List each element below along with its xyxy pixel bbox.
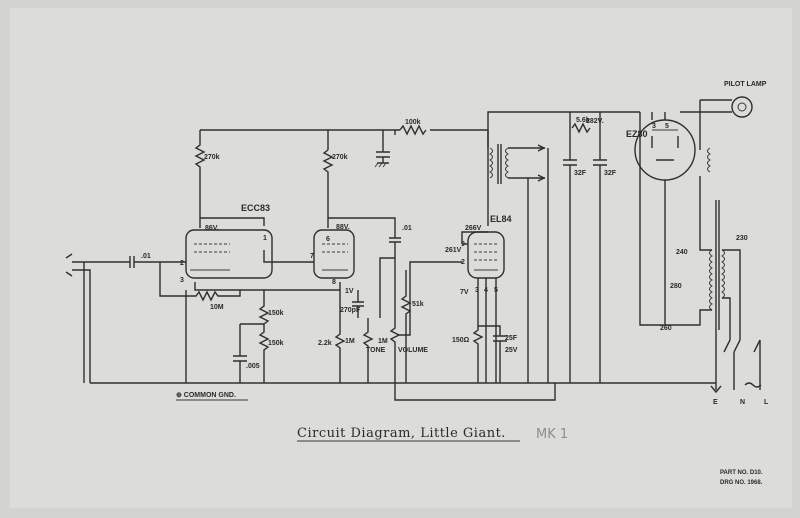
cathode-voltage: 1V [345,288,354,295]
resistor-100k: 100k [399,119,427,136]
pin-label: 5 [665,123,669,130]
pin-label: 2 [461,259,465,266]
pin-label: 7 [310,253,314,260]
pin-label: 2 [180,260,184,267]
v1a-anode-wire [200,217,265,226]
pilot-lamp: PILOT LAMP [700,81,767,118]
drawing-number: DRG NO. 1968. [720,480,763,486]
label-32f-a: 32F [574,170,587,177]
hv-voltage: 282V. [586,118,604,125]
label-25f: 25F [505,335,518,342]
input-jack: .01 [65,253,186,383]
common-gnd-label: ⊕ COMMON GND. [176,392,236,399]
el84-anode-voltage: 266V [465,225,482,232]
v1a-voltage: 86V. [205,225,219,232]
tx-230: 230 [736,235,748,242]
el84-heater-wires [485,278,497,383]
mains-l: L [764,399,769,406]
label-100k: 100k [405,119,421,126]
label-150ohm: 150Ω [452,337,470,344]
label-coupling: .01 [402,225,412,232]
label-10m: 10M [210,304,224,311]
ez80-label: EZ80 [626,129,648,139]
input-cap-label: .01 [141,253,151,260]
el84-label: EL84 [490,214,512,224]
resistor-270k-a: 270k [194,130,220,228]
el84-cathode-bias: 150Ω 25F 25V [452,278,518,383]
pencil-revision-note: MK 1 [536,427,568,442]
label-2k2: 2.2k [318,340,332,347]
label-150k-b: 150k [268,340,284,347]
label-5k6: 5.6k [576,117,590,124]
coupling-cap: .01 [379,225,412,318]
v1-interstage-wire [263,250,314,263]
mains-n: N [740,399,745,406]
output-box [394,383,556,401]
speaker-wires [527,148,549,383]
volume-control: 1M VOLUME [378,258,462,383]
mains-transformer: 240 230 280 260 [639,140,748,340]
diagram-title: Circuit Diagram, Little Giant. [297,426,506,441]
ecc83-valve: ECC83 86V. 88V. 1 2 3 7 6 8 [180,203,355,286]
v1b-voltage: 88V. [336,224,350,231]
resistor-270k-b: 270k [322,149,348,228]
pin-label: 3 [652,123,656,130]
label-270k-a: 270k [204,154,220,161]
label-25v: 25V [505,347,518,354]
tone-network: 270pF 2.2k 1M TONE [318,290,386,383]
mains-input: E N L [710,330,769,406]
resistor-51k: 51k [400,270,424,383]
pin-label: 3 [180,277,184,284]
part-number: PART NO. D10. [720,470,763,476]
volume-pot-value: 1M [378,338,388,345]
resistor-150k-chain: 150k 150k .005 [233,290,284,383]
pin-label: 3 [475,287,479,294]
pin-label: 1 [263,235,267,242]
label-005: .005 [246,363,260,370]
v1b-anode-wire [328,217,396,238]
tx-280: 280 [670,283,682,290]
label-270pf: 270pF [340,307,361,314]
el84-cathode-voltage: 7V [460,289,469,296]
label-150k-a: 150k [268,310,284,317]
pilot-lamp-label: PILOT LAMP [724,81,767,88]
volume-label: VOLUME [398,347,428,354]
pin-label: 6 [326,236,330,243]
mains-e: E [713,399,718,406]
pin-label: 8 [332,279,336,286]
decoupling-capacitor [374,151,390,168]
output-transformer [487,130,546,184]
resistor-10m: 10M [159,262,241,311]
el84-screen-wire [461,231,488,245]
ecc83-label: ECC83 [241,203,270,213]
label-270k-b: 270k [332,154,348,161]
smoothing-section: 5.6k 32F 32F 282V. [563,112,617,383]
paper-inner [10,8,792,508]
el84-screen-voltage: 261V [445,247,462,254]
label-32f-b: 32F [604,170,617,177]
ez80-wires [639,100,701,325]
tone-label: TONE [366,347,386,354]
label-51k: 51k [412,301,424,308]
tx-260: 260 [660,325,672,332]
v1-cathode-wire [194,282,341,291]
tone-pot-value: 1M [345,338,355,345]
tx-240: 240 [676,249,688,256]
